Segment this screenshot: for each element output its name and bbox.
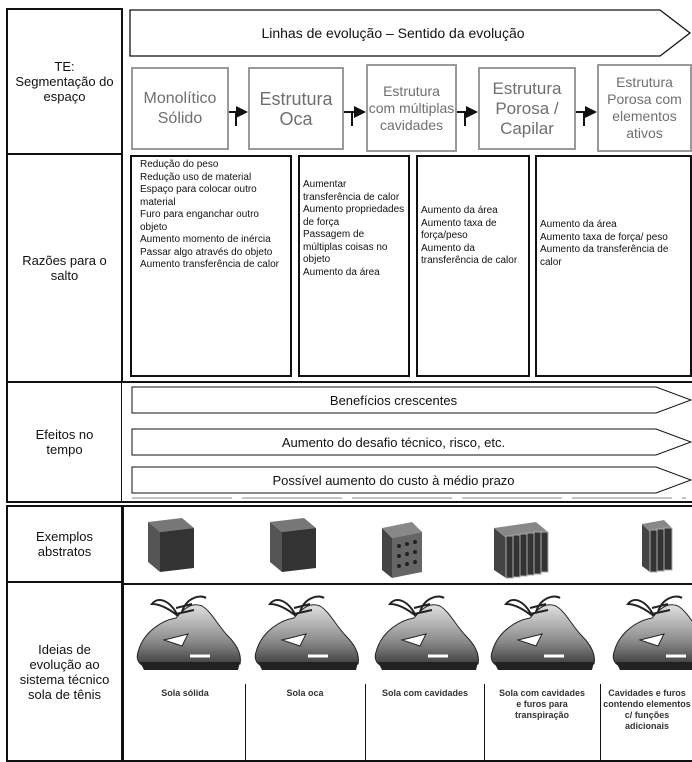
reason-item: Aumento da transferência de calor xyxy=(421,242,518,267)
reason-item: Redução do peso xyxy=(140,159,219,170)
reason-item: Aumento taxa de força/ peso xyxy=(540,231,668,243)
examples-divider xyxy=(122,583,692,585)
reason-item: Furo para enganchar outro objeto xyxy=(140,209,259,233)
evolution-arrow xyxy=(129,9,692,57)
reason-item: Aumento da área xyxy=(421,205,498,216)
reasons-box-3: Aumento da área Aumento taxa de força/pe… xyxy=(416,155,530,377)
row-label-ideias: Ideias de evolução ao sistema técnico so… xyxy=(6,581,123,762)
effect-arrow-shapes xyxy=(131,386,692,499)
row-label-razoes: Razões para o salto xyxy=(6,153,123,383)
caption-divider-1 xyxy=(245,684,246,762)
reason-item: Aumento da área xyxy=(303,266,380,278)
reason-item: Aumento da área xyxy=(540,219,617,230)
caption-sola-cavidades: Sola com cavidades xyxy=(381,688,469,698)
row-label-te-text: TE: Segmentação do espaço xyxy=(15,59,114,104)
porous-block-icon xyxy=(494,522,549,579)
stage-connectors xyxy=(229,106,597,126)
stage-cavidades-label: Estrutura com múltiplas cavidades xyxy=(368,82,455,133)
stage-monolitico: Monolítico Sólido xyxy=(131,67,229,150)
caption-divider-2 xyxy=(365,684,366,762)
active-porous-block-icon xyxy=(642,520,673,573)
reasons-box-4: Aumento da área Aumento taxa de força/ p… xyxy=(535,155,692,377)
caption-elementos: Cavidades e furos contendo elementos c/ … xyxy=(603,688,691,731)
reason-item: Aumento propriedades de força xyxy=(303,204,405,228)
reason-item: Aumentar transferência de calor xyxy=(303,179,400,203)
stage-elementos-ativos-label: Estrutura Porosa com elementos ativos xyxy=(607,74,682,141)
sneaker-cavities-icon xyxy=(373,595,480,672)
reason-item: Redução uso de material xyxy=(140,171,252,183)
reason-item: Passar algo através do objeto xyxy=(140,246,273,258)
reason-item: Aumento taxa de força/peso xyxy=(421,217,497,242)
row-label-te: TE: Segmentação do espaço xyxy=(6,8,123,155)
reason-item: Aumento momento de inércia xyxy=(140,234,271,245)
evolution-header: Linhas de evolução – Sentido da evolução xyxy=(261,24,525,41)
reasons-box-1: Redução do peso Redução uso de material … xyxy=(130,155,292,377)
effect-label-desafio: Aumento do desafio técnico, risco, etc. xyxy=(281,434,506,450)
reasons-box-2: Aumentar transferência de calor Aumento … xyxy=(298,155,410,377)
caption-sola-solida: Sola sólida xyxy=(161,688,209,698)
row-label-exemplos: Exemplos abstratos xyxy=(6,505,123,583)
caption-sola-oca: Sola oca xyxy=(286,688,324,698)
abstract-examples xyxy=(148,518,673,579)
caption-divider-3 xyxy=(484,684,485,762)
stage-oca-label: Estrutura Oca xyxy=(259,88,333,129)
row-label-razoes-text: Razões para o salto xyxy=(22,253,107,283)
hollow-cube-icon xyxy=(270,518,316,572)
sneaker-hollow-icon xyxy=(253,595,360,672)
reason-item: Aumento da transferência de calor xyxy=(540,244,669,268)
connector-arrow-3 xyxy=(457,106,478,126)
row-label-ideias-text: Ideias de evolução ao sistema técnico so… xyxy=(19,641,110,702)
connector-arrow-4 xyxy=(576,106,597,126)
row-label-efeitos: Efeitos no tempo xyxy=(6,381,123,503)
stage-porosa-label: Estrutura Porosa / Capilar xyxy=(492,78,562,138)
solid-cube-icon xyxy=(148,518,194,572)
reason-item: Aumento transferência de calor xyxy=(140,259,279,270)
reason-item: Passagem de múltiplas coisas no objeto xyxy=(303,229,388,265)
row-label-efeitos-text: Efeitos no tempo xyxy=(35,427,94,457)
connector-arrow-1 xyxy=(229,106,248,126)
sneaker-row xyxy=(135,595,692,672)
stage-oca: Estrutura Oca xyxy=(248,67,344,150)
sneaker-solid-icon xyxy=(135,595,242,672)
sneaker-pores-icon xyxy=(489,595,596,672)
row-label-exemplos-text: Exemplos abstratos xyxy=(35,529,94,559)
caption-divider-4 xyxy=(600,684,601,762)
effect-label-beneficios: Benefícios crescentes xyxy=(329,392,458,408)
stage-monolitico-label: Monolítico Sólido xyxy=(143,89,217,127)
stage-porosa: Estrutura Porosa / Capilar xyxy=(478,67,576,150)
connector-arrow-2 xyxy=(344,106,366,126)
cavity-block-icon xyxy=(382,522,422,578)
stage-elementos-ativos: Estrutura Porosa com elementos ativos xyxy=(597,64,692,152)
caption-sola-furos: Sola com cavidades e furos para transpir… xyxy=(498,688,586,720)
stage-cavidades: Estrutura com múltiplas cavidades xyxy=(366,64,457,152)
reason-item: Espaço para colocar outro material xyxy=(140,184,257,208)
sneaker-active-icon xyxy=(611,595,692,672)
effect-label-custo: Possível aumento do custo à médio prazo xyxy=(272,472,515,488)
